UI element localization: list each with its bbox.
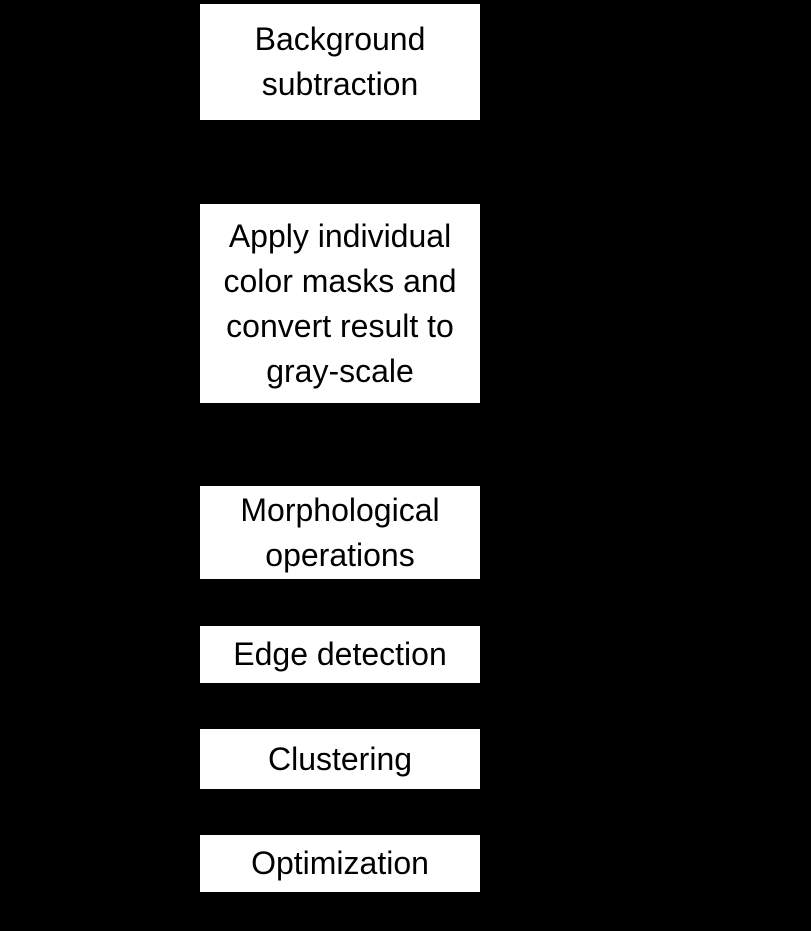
- flow-step-edge-detection: Edge detection: [200, 626, 480, 683]
- flow-step-label: Morphological operations: [240, 491, 440, 573]
- flow-step-color-masks-grayscale: Apply individual color masks and convert…: [200, 204, 480, 403]
- flow-step-label: Apply individual color masks and convert…: [223, 217, 457, 389]
- flow-step-label: Clustering: [267, 740, 413, 777]
- flow-step-label: Edge detection: [233, 636, 447, 672]
- flow-step-morphological-operations: Morphological operations: [200, 486, 480, 579]
- flow-step-label: Background subtraction: [254, 21, 426, 102]
- flow-step-optimization: Optimization: [200, 835, 480, 892]
- flow-step-clustering: Clustering: [200, 729, 480, 789]
- flow-step-background-subtraction: Background subtraction: [200, 4, 480, 120]
- flow-step-label: Optimization: [251, 845, 429, 881]
